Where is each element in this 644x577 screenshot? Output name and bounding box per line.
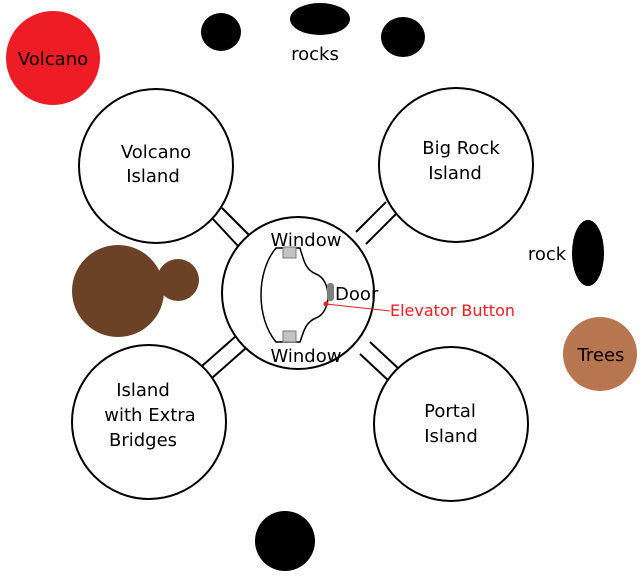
portal-island-label-line1: Portal (424, 401, 476, 422)
extra-bridges-island-label-line1: Island (116, 380, 170, 401)
volcano-label: Volcano (18, 49, 88, 70)
volcano-island-label-line1: Volcano (121, 142, 191, 163)
rock-top-right (381, 17, 425, 57)
bridge-volcano-island (211, 207, 251, 247)
extra-bridges-island-circle (71, 344, 227, 500)
rock-bottom-circle (255, 511, 315, 571)
window-top-label: Window (271, 230, 342, 251)
rock-right (572, 220, 604, 286)
portal-island-circle (373, 346, 529, 502)
big-rock-island-label-line1: Big Rock (422, 138, 500, 159)
bridge-portal-island (359, 341, 401, 383)
big-rock-island-circle (378, 87, 534, 243)
bridge-extra-bridges-island (201, 335, 247, 379)
volcano-island-label-line2: Island (126, 166, 180, 187)
door-marker (327, 283, 334, 301)
elevator-button-label: Elevator Button (390, 301, 515, 320)
rock-bottom-label: rock (266, 532, 305, 553)
elevator-button-pointer (325, 303, 391, 312)
extra-bridges-island-label-line2: with Extra (104, 405, 195, 426)
big-rock-island-label-line2: Island (428, 163, 482, 184)
window-bottom-label: Window (271, 346, 342, 367)
bridge-big-rock-island (355, 201, 397, 245)
door-label: Door (335, 284, 379, 305)
portal-island-label-line2: Island (424, 426, 478, 447)
trees-circle (563, 317, 637, 391)
elevator-outline (260, 247, 329, 343)
window-pad-bottom (282, 330, 297, 343)
volcano-island-circle (78, 88, 234, 244)
rock-top-left (201, 13, 241, 51)
window-pad-top (282, 246, 297, 259)
brown-tree (72, 245, 199, 337)
rock-top-middle (290, 3, 350, 35)
rock-right-label: rock (528, 244, 567, 265)
trees-label: Trees (577, 345, 625, 366)
volcano-circle (6, 11, 100, 105)
extra-bridges-island-label-line3: Bridges (109, 430, 177, 451)
rocks-label: rocks (291, 44, 339, 65)
